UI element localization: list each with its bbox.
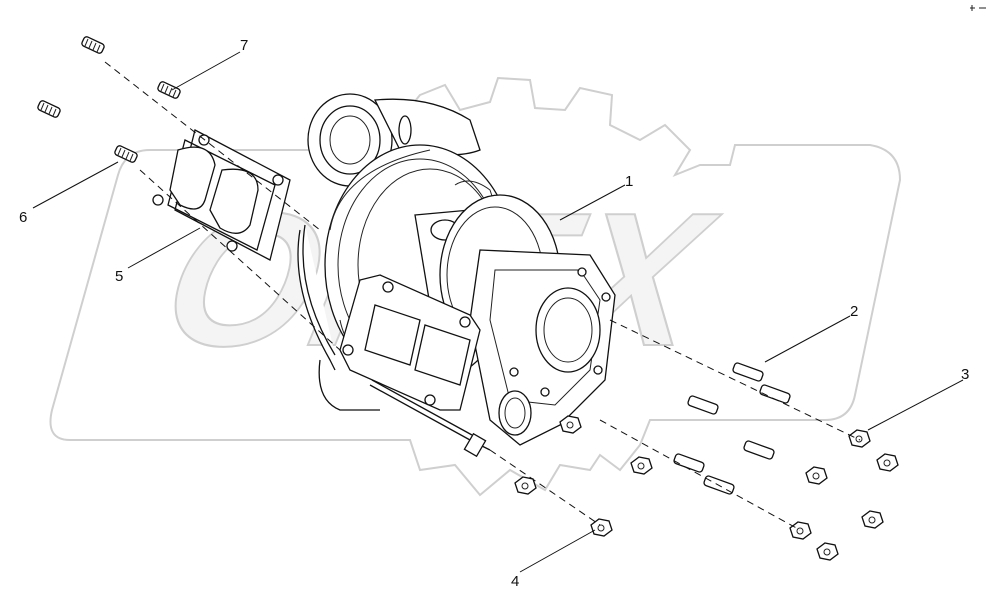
stud-bolt bbox=[81, 36, 105, 54]
hex-nut bbox=[789, 521, 812, 540]
turbocharger-assembly bbox=[297, 93, 616, 458]
callout-labels: 1 2 3 4 5 6 7 bbox=[19, 37, 969, 590]
stud-bolt bbox=[157, 81, 181, 99]
hex-nut bbox=[861, 510, 884, 529]
callout-7: 7 bbox=[240, 37, 248, 54]
stud-bolts-upper bbox=[37, 36, 181, 163]
hex-nut bbox=[848, 429, 871, 448]
watermark-gear bbox=[49, 76, 902, 497]
callout-2: 2 bbox=[850, 303, 858, 320]
corner-mark bbox=[970, 5, 986, 11]
assembly-lines bbox=[104, 61, 861, 531]
hex-nut bbox=[630, 456, 653, 475]
leader-lines bbox=[32, 51, 964, 573]
callout-1: 1 bbox=[625, 173, 633, 190]
hex-nut bbox=[590, 518, 613, 537]
stud-bolt bbox=[114, 145, 138, 163]
hex-nut bbox=[816, 542, 839, 561]
studs-and-nuts-lower bbox=[514, 362, 899, 561]
hex-nut bbox=[805, 466, 828, 485]
callout-3: 3 bbox=[961, 366, 969, 383]
exhaust-gasket bbox=[152, 129, 291, 261]
hex-nut bbox=[876, 453, 899, 472]
callout-6: 6 bbox=[19, 209, 27, 226]
stud-bolt bbox=[37, 100, 61, 118]
hex-nut bbox=[559, 415, 582, 434]
stud-bolt bbox=[732, 362, 764, 382]
stud-bolt bbox=[743, 440, 775, 460]
callout-4: 4 bbox=[511, 573, 519, 590]
callout-5: 5 bbox=[115, 268, 123, 285]
stud-bolt bbox=[687, 395, 719, 415]
